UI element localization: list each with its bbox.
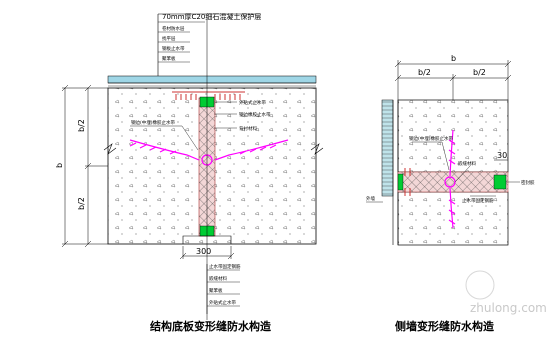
break-symbol-right — [310, 143, 324, 155]
right-detail: b b/2 b/2 30 钢边(中埋)橡胶止水带 嵌缝材料 止水带固定钢筋 密封… — [366, 54, 535, 333]
left-detail: 70mm厚C20细石混凝土保护层 卷材防水层 找平层 钢板止水带 聚苯板 外贴式… — [55, 12, 324, 333]
right-joint-note: 嵌缝材料 — [458, 160, 476, 167]
rebar-marks — [172, 91, 245, 100]
dim-30: 30 — [497, 151, 507, 160]
vertical-dimension — [61, 84, 108, 248]
dim-width: 300 — [196, 247, 211, 256]
right-note-2: 钢边橡胶止水带 — [239, 111, 271, 118]
protective-layer — [107, 75, 317, 84]
outer-wall-label: 外墙 — [366, 195, 375, 202]
dim-half-left-right: b/2 — [418, 68, 431, 77]
watermark-text: zhulong.com — [470, 301, 547, 315]
dim-half-top: b/2 — [77, 119, 86, 132]
bottom-note-1: 止水带固定钢筋 — [209, 263, 241, 270]
bottom-note-4: 外贴式止水带 — [209, 299, 236, 306]
right-inner-note: 钢边(中埋)橡胶止水带 — [409, 135, 454, 142]
rebar-marks-right — [404, 168, 411, 196]
top-note: 70mm厚C20细石混凝土保护层 — [162, 12, 261, 21]
bottom-note-3: 聚苯板 — [209, 287, 223, 294]
layer-note-4: 聚苯板 — [162, 55, 176, 62]
top-dimension — [394, 60, 512, 100]
dim-half-right-right: b/2 — [473, 68, 486, 77]
bottom-note-2: 嵌缝材料 — [209, 275, 227, 282]
dim-half-bottom: b/2 — [77, 197, 86, 210]
right-note-3: 背衬材料 — [239, 125, 257, 132]
layer-note-2: 找平层 — [162, 35, 176, 42]
break-symbol-left — [103, 143, 117, 155]
center-waterstop — [129, 139, 289, 161]
dim-total-right: b — [451, 54, 456, 63]
right-note-1: 外贴式止水带 — [239, 99, 266, 106]
outer-sealant-strip — [397, 173, 404, 191]
left-caption: 结构底板变形缝防水构造 — [149, 319, 272, 333]
width-dimension — [179, 246, 235, 260]
wall-lower — [397, 191, 509, 246]
outer-brick-layer — [381, 99, 394, 197]
layer-note-3: 钢板止水带 — [162, 45, 185, 52]
watermark: zhulong.com — [465, 270, 547, 315]
layer-note-1: 卷材防水层 — [162, 25, 185, 32]
right-caption: 侧墙变形缝防水构造 — [395, 319, 495, 333]
side-waterstop — [448, 129, 456, 229]
dim-total: b — [55, 163, 64, 168]
right-side-note: 密封胶 — [521, 179, 535, 186]
inner-note: 钢边(中埋)橡胶止水带 — [131, 119, 176, 126]
right-lower-note: 止水带固定钢筋 — [462, 197, 494, 204]
inner-sealant — [493, 174, 507, 190]
